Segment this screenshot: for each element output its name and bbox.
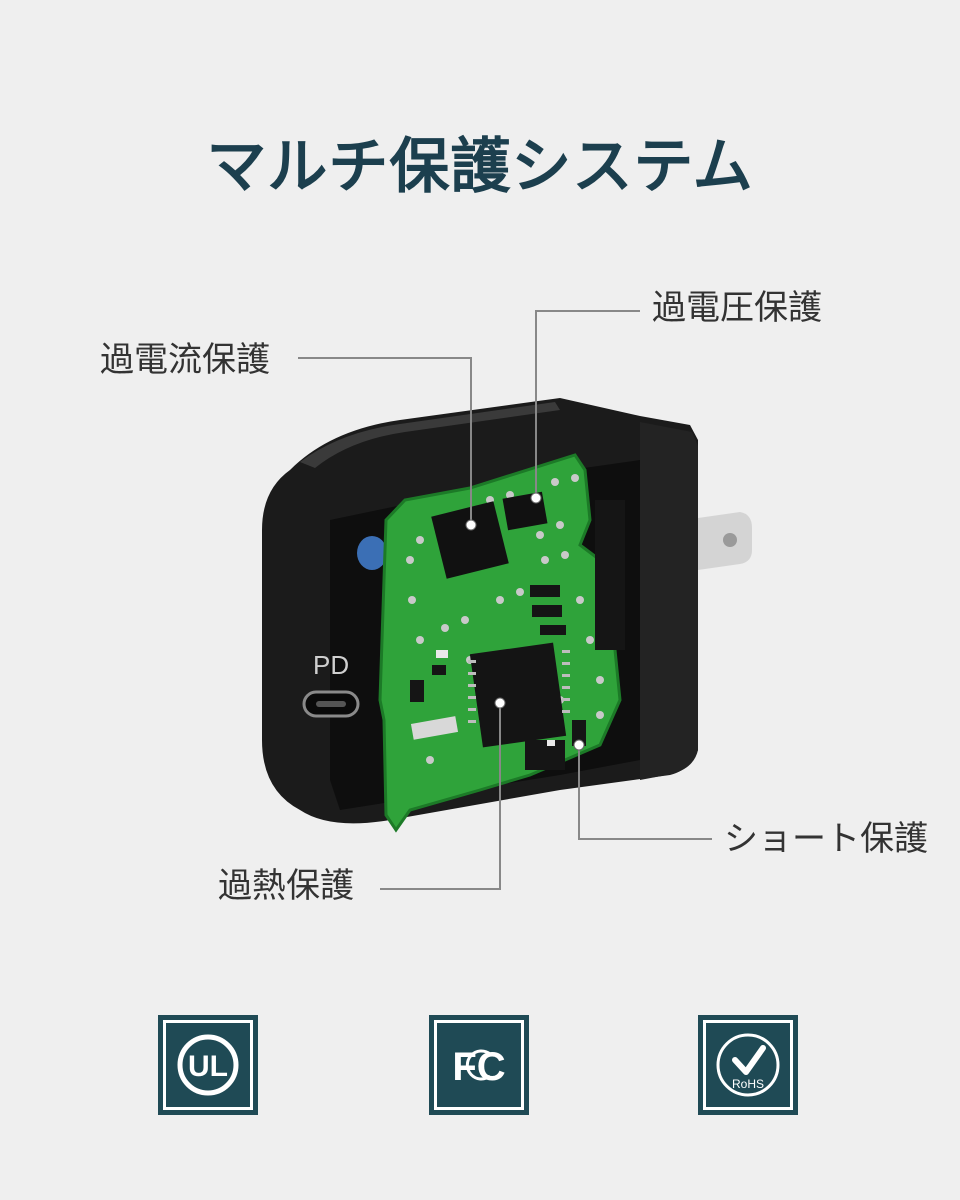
leader-short (578, 745, 712, 840)
pd-port-label: PD (313, 650, 350, 680)
page-title: マルチ保護システム (206, 132, 754, 202)
callout-overcurrent: 過電流保護 (100, 340, 270, 380)
leader-overvoltage (535, 310, 640, 498)
check-icon (732, 1045, 766, 1075)
ul-logo-text: UL (188, 1050, 228, 1083)
rohs-certification-badge: RoHS (698, 1015, 798, 1115)
leader-overheat (380, 703, 501, 890)
charger-side (640, 422, 698, 780)
leader-overcurrent (298, 357, 472, 525)
callout-overvoltage: 過電圧保護 (652, 288, 822, 328)
ul-certification-badge: UL (158, 1015, 258, 1115)
ic-chip-large (431, 501, 509, 579)
callout-short-circuit: ショート保護 (724, 819, 928, 859)
callout-overheat: 過熱保護 (218, 866, 354, 906)
ic-chip-main (469, 642, 567, 748)
rohs-logo-text: RoHS (732, 1077, 764, 1091)
fcc-certification-badge: FC (429, 1015, 529, 1115)
charger-illustration (262, 310, 752, 890)
